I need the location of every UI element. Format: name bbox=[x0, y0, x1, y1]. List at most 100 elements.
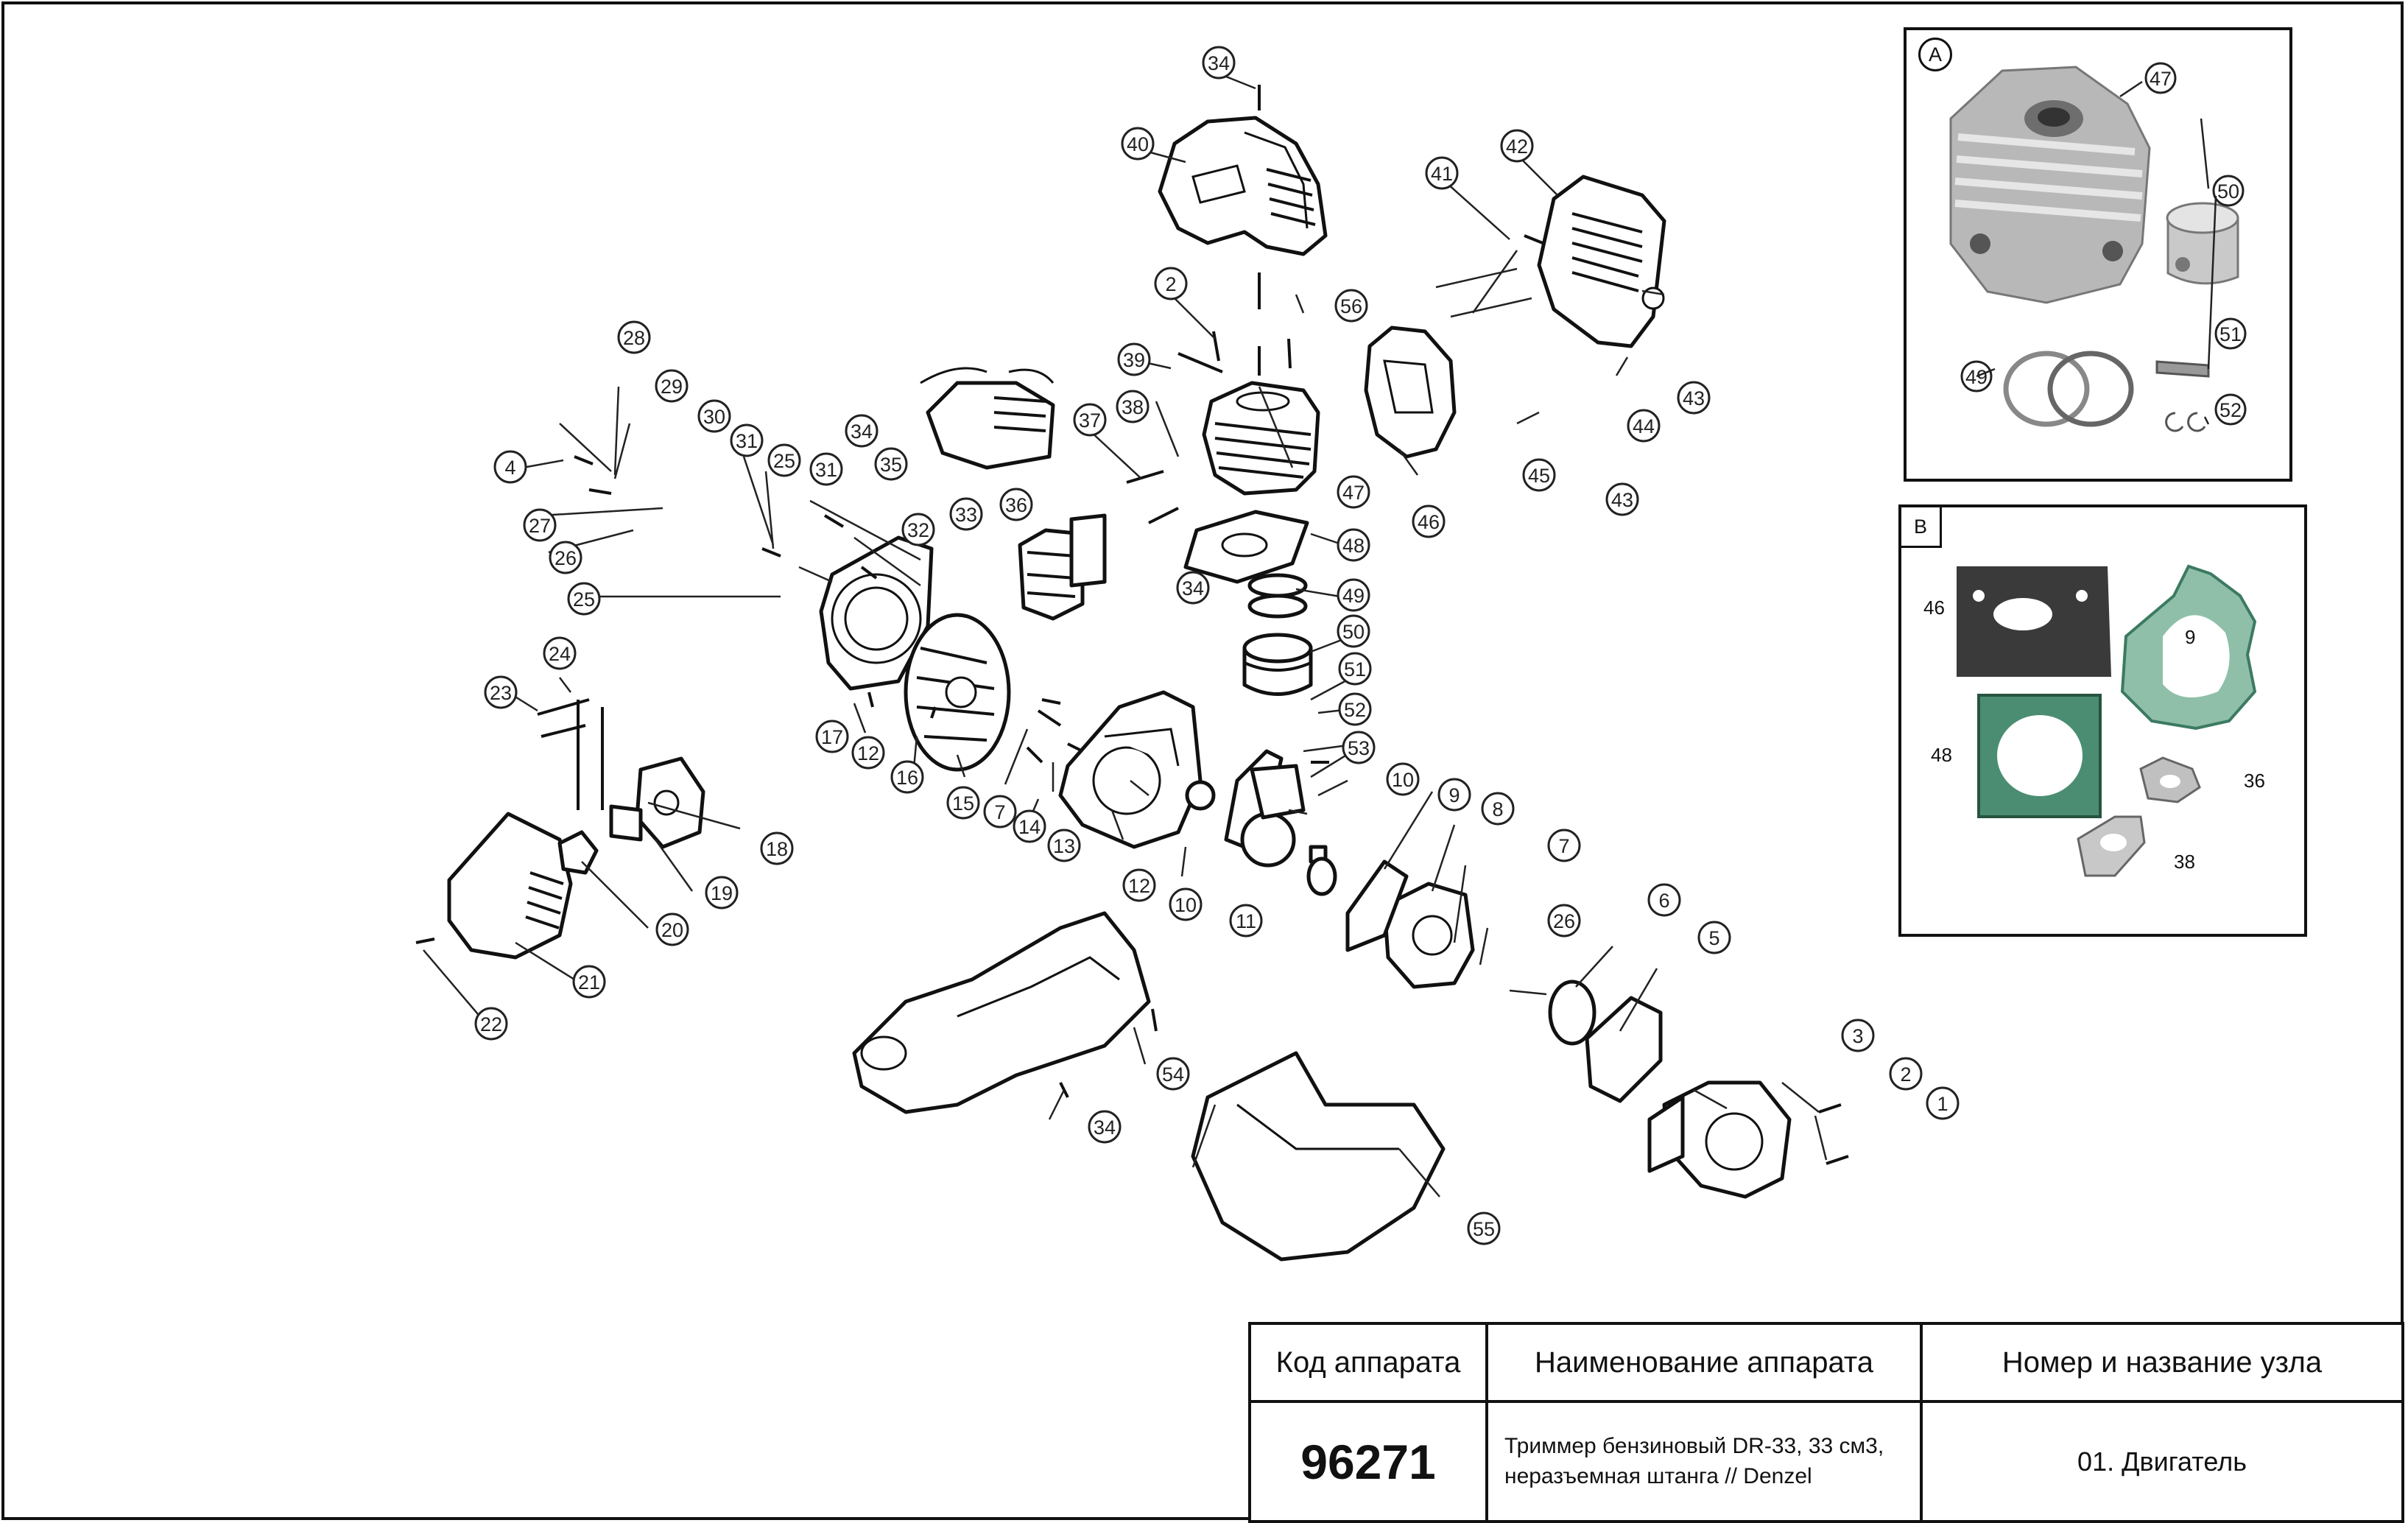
flywheel-part bbox=[904, 613, 1011, 772]
device-name-line2: неразъемная штанга // Denzel bbox=[1504, 1463, 1812, 1488]
svg-text:32: 32 bbox=[907, 519, 929, 541]
svg-text:26: 26 bbox=[1553, 910, 1575, 932]
callout-26: 26 bbox=[549, 541, 582, 574]
callout-34: 34 bbox=[1088, 1110, 1122, 1144]
callout-32: 32 bbox=[901, 513, 935, 546]
crankshaft-part bbox=[1224, 749, 1328, 868]
svg-text:4: 4 bbox=[504, 457, 515, 479]
callout-19: 19 bbox=[705, 876, 739, 910]
callout-31: 31 bbox=[809, 452, 843, 486]
callout-27: 27 bbox=[523, 508, 557, 542]
inset-a-callout-52: 52 bbox=[2214, 393, 2247, 426]
callout-8: 8 bbox=[1481, 792, 1515, 826]
callout-39: 39 bbox=[1117, 342, 1151, 376]
callout-41: 41 bbox=[1425, 156, 1459, 190]
svg-text:48: 48 bbox=[1342, 535, 1365, 557]
svg-text:11: 11 bbox=[1236, 910, 1256, 932]
callout-40: 40 bbox=[1121, 127, 1155, 161]
callout-group: 1234567891011121314151617181920212223242… bbox=[474, 46, 1960, 1245]
svg-text:5: 5 bbox=[1708, 927, 1719, 949]
svg-text:49: 49 bbox=[1965, 366, 1988, 388]
callout-6: 6 bbox=[1647, 883, 1681, 917]
header-name: Наименование аппарата bbox=[1485, 1322, 1923, 1403]
gasket-label-36: 36 bbox=[2244, 770, 2265, 792]
node-name: 01. Двигатель bbox=[1920, 1400, 2404, 1523]
callout-23: 23 bbox=[484, 675, 518, 709]
svg-text:34: 34 bbox=[851, 421, 873, 443]
callout-37: 37 bbox=[1073, 403, 1107, 437]
callout-2: 2 bbox=[1154, 267, 1188, 300]
svg-text:24: 24 bbox=[549, 643, 571, 665]
svg-text:1: 1 bbox=[1937, 1093, 1948, 1115]
svg-text:15: 15 bbox=[952, 792, 974, 815]
svg-text:23: 23 bbox=[490, 682, 512, 704]
callout-13: 13 bbox=[1047, 829, 1081, 862]
inset-a-leaders bbox=[1976, 80, 2217, 425]
callout-54: 54 bbox=[1156, 1057, 1190, 1091]
crankcase-part bbox=[1058, 690, 1203, 849]
svg-text:52: 52 bbox=[2219, 399, 2242, 421]
svg-text:43: 43 bbox=[1683, 387, 1705, 409]
callout-35: 35 bbox=[874, 447, 908, 481]
svg-text:47: 47 bbox=[2150, 68, 2172, 90]
svg-text:45: 45 bbox=[1528, 465, 1550, 487]
gasket-36 bbox=[2139, 756, 2201, 803]
piston-part bbox=[1242, 633, 1313, 696]
svg-text:46: 46 bbox=[1418, 511, 1440, 533]
callout-34: 34 bbox=[845, 414, 879, 448]
callout-26: 26 bbox=[1547, 904, 1581, 938]
callout-28: 28 bbox=[617, 320, 651, 354]
header-node: Номер и название узла bbox=[1920, 1322, 2404, 1403]
svg-text:26: 26 bbox=[555, 547, 577, 569]
svg-text:7: 7 bbox=[1558, 835, 1569, 857]
svg-text:50: 50 bbox=[2217, 180, 2239, 203]
callout-15: 15 bbox=[946, 786, 980, 820]
fastener-set bbox=[415, 85, 1849, 1165]
svg-text:17: 17 bbox=[821, 726, 843, 748]
callout-12: 12 bbox=[851, 736, 885, 770]
callout-50: 50 bbox=[1337, 614, 1370, 648]
piston-ring-part bbox=[1247, 573, 1308, 598]
callout-20: 20 bbox=[655, 912, 689, 946]
svg-text:14: 14 bbox=[1018, 816, 1041, 838]
fuel-tank-part bbox=[852, 911, 1151, 1114]
callout-44: 44 bbox=[1627, 409, 1661, 443]
cylinder-gasket-hole bbox=[1221, 532, 1268, 558]
callout-24: 24 bbox=[543, 636, 577, 670]
bearing-part bbox=[1185, 780, 1216, 811]
inset-b-panel: B 46 9 48 36 38 bbox=[1898, 504, 2307, 937]
svg-text:3: 3 bbox=[1852, 1025, 1863, 1047]
callout-53: 53 bbox=[1342, 731, 1376, 764]
callout-55: 55 bbox=[1467, 1211, 1501, 1245]
svg-text:38: 38 bbox=[1122, 396, 1144, 418]
callout-36: 36 bbox=[999, 488, 1033, 521]
piston-ring-part bbox=[1247, 594, 1308, 619]
muffler-part bbox=[1364, 326, 1457, 459]
callout-12: 12 bbox=[1122, 868, 1156, 902]
callout-14: 14 bbox=[1013, 809, 1046, 843]
carburetor-part bbox=[1018, 528, 1085, 621]
svg-text:51: 51 bbox=[2219, 323, 2242, 345]
svg-text:10: 10 bbox=[1392, 769, 1414, 791]
callout-17: 17 bbox=[815, 720, 849, 753]
device-name-line1: Триммер бензиновый DR-33, 33 см3, bbox=[1504, 1434, 1884, 1458]
gasket-label-9: 9 bbox=[2185, 626, 2195, 648]
circlip-photo bbox=[2165, 412, 2206, 432]
svg-text:40: 40 bbox=[1127, 133, 1149, 155]
callout-38: 38 bbox=[1116, 390, 1150, 423]
muffler-cover-part bbox=[1435, 175, 1666, 348]
callout-47: 47 bbox=[1337, 475, 1370, 509]
piston-rings-photo bbox=[2003, 351, 2134, 427]
gasket-label-46: 46 bbox=[1923, 597, 1945, 619]
svg-text:42: 42 bbox=[1506, 136, 1528, 158]
gasket-label-48: 48 bbox=[1931, 744, 1952, 766]
svg-text:34: 34 bbox=[1094, 1116, 1116, 1139]
cylinder-part bbox=[1202, 381, 1320, 496]
svg-text:12: 12 bbox=[857, 742, 879, 764]
callout-16: 16 bbox=[890, 760, 924, 794]
inset-a-drawing: 47 49 50 51 52 bbox=[1949, 62, 2247, 432]
callout-33: 33 bbox=[949, 497, 983, 531]
callout-34: 34 bbox=[1202, 46, 1236, 80]
callout-7: 7 bbox=[1547, 829, 1581, 862]
svg-text:55: 55 bbox=[1473, 1218, 1495, 1240]
